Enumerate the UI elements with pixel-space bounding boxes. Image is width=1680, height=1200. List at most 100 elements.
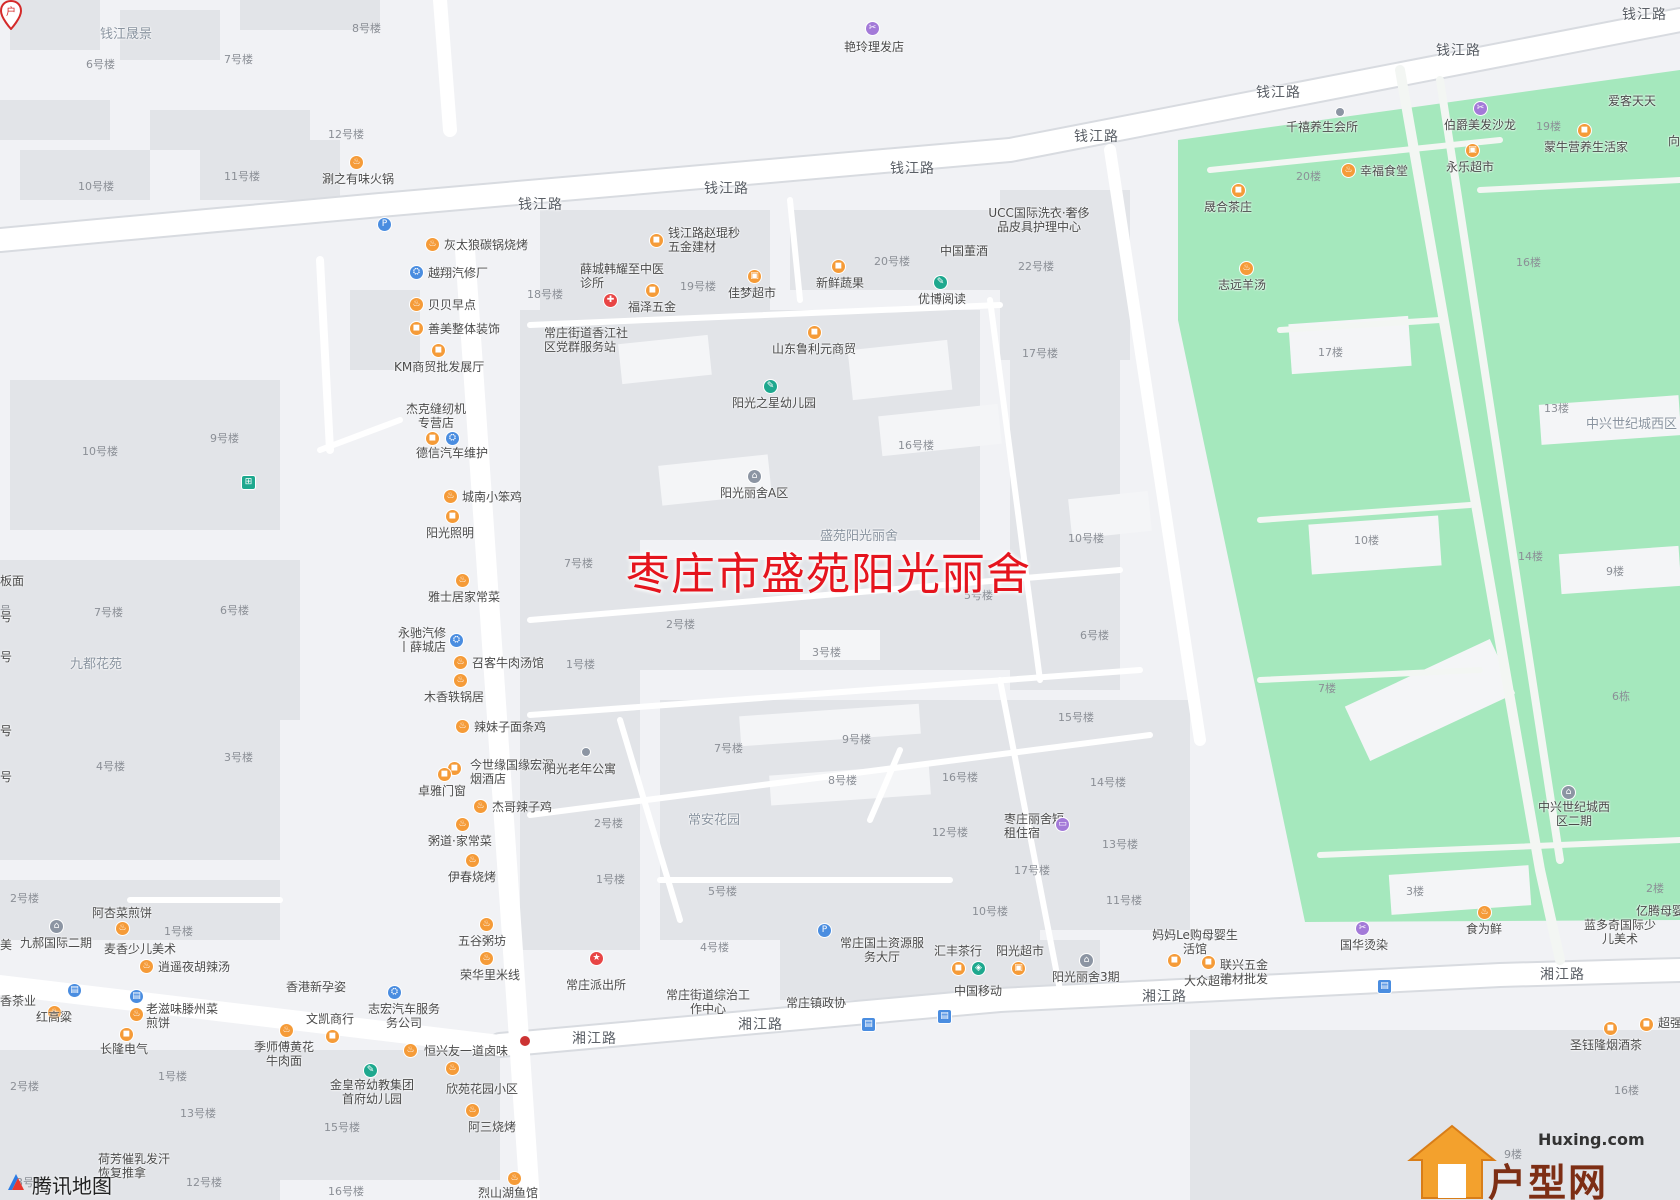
hotel-icon[interactable]: ▭ bbox=[1056, 818, 1069, 831]
poi-label[interactable]: UCC国际洗衣·奢侈品皮具护理中心 bbox=[988, 206, 1090, 234]
restaurant-icon[interactable]: ♨ bbox=[350, 156, 363, 169]
poi-label[interactable]: 阿三烧烤 bbox=[468, 1120, 517, 1134]
hospital-icon[interactable]: ✚ bbox=[604, 294, 617, 307]
restaurant-icon[interactable]: ♨ bbox=[480, 918, 493, 931]
shop-icon[interactable]: ◼ bbox=[446, 510, 459, 523]
poi-label[interactable]: 木香轶锅居 bbox=[424, 690, 485, 704]
poi-label[interactable]: 荣华里米线 bbox=[460, 968, 521, 982]
restaurant-icon[interactable]: ♨ bbox=[410, 298, 423, 311]
poi-label[interactable]: 超强 bbox=[1658, 1016, 1680, 1030]
residence-icon[interactable]: ⌂ bbox=[748, 470, 761, 483]
poi-label[interactable]: 中国董酒 bbox=[940, 244, 989, 258]
poi-label[interactable]: 福泽五金 bbox=[628, 300, 677, 314]
poi-label[interactable]: 伯爵美发沙龙 bbox=[1444, 118, 1517, 132]
restaurant-icon[interactable]: ♨ bbox=[404, 1044, 417, 1057]
poi-label[interactable]: 常庄镇政协 bbox=[786, 996, 847, 1010]
poi-label[interactable]: 志远羊汤 bbox=[1218, 278, 1267, 292]
poi-label[interactable]: 山东鲁利元商贸 bbox=[772, 342, 857, 356]
poi-dot-icon[interactable] bbox=[582, 748, 590, 756]
supermarket-icon[interactable]: ▣ bbox=[1466, 144, 1479, 157]
restaurant-icon[interactable]: ♨ bbox=[1240, 262, 1253, 275]
restaurant-icon[interactable]: ♨ bbox=[1478, 906, 1491, 919]
poi-label[interactable]: 麦香少儿美术 bbox=[104, 942, 177, 956]
poi-label[interactable]: 九郝国际二期 bbox=[20, 936, 93, 950]
restaurant-icon[interactable]: ♨ bbox=[116, 922, 129, 935]
poi-label[interactable]: 向 bbox=[1668, 134, 1680, 148]
restaurant-icon[interactable]: ♨ bbox=[280, 1024, 293, 1037]
metro-icon[interactable]: ⊞ bbox=[242, 476, 255, 489]
restaurant-icon[interactable]: ♨ bbox=[466, 1104, 479, 1117]
poi-label[interactable]: 城南小笨鸡 bbox=[462, 490, 523, 504]
poi-label[interactable]: 涮之有味火锅 bbox=[322, 172, 395, 186]
shop-icon[interactable]: ◼ bbox=[1202, 956, 1215, 969]
shop-icon[interactable]: ◼ bbox=[1640, 1018, 1653, 1031]
poi-label[interactable]: 佳梦超市 bbox=[728, 286, 777, 300]
poi-label[interactable]: 幸福食堂 bbox=[1360, 164, 1409, 178]
poi-label[interactable]: 香茶业 bbox=[0, 994, 37, 1008]
poi-label[interactable]: 亿腾母婴 bbox=[1636, 904, 1680, 918]
poi-label[interactable]: 薛城韩耀至中医诊所 bbox=[580, 262, 665, 290]
poi-label[interactable]: 卓雅门窗 bbox=[418, 784, 467, 798]
poi-label[interactable]: 阳光丽舍A区 bbox=[720, 486, 789, 500]
poi-label[interactable]: 五谷粥坊 bbox=[458, 934, 507, 948]
poi-label[interactable]: KM商贸批发展厅 bbox=[394, 360, 485, 374]
shop-icon[interactable]: ◼ bbox=[326, 1030, 339, 1043]
poi-label[interactable]: 长隆电气 bbox=[100, 1042, 149, 1056]
residence-icon[interactable]: ⌂ bbox=[1080, 954, 1093, 967]
poi-label[interactable]: 爱客天天 bbox=[1608, 94, 1657, 108]
shop-icon[interactable]: ◼ bbox=[952, 962, 965, 975]
poi-label[interactable]: 欣苑花园小区 bbox=[446, 1082, 519, 1096]
car-repair-icon[interactable]: ⛭ bbox=[446, 432, 459, 445]
poi-label[interactable]: 金皇帝幼教集团首府幼儿园 bbox=[330, 1078, 415, 1106]
police-icon[interactable]: ★ bbox=[590, 952, 603, 965]
poi-label[interactable]: 晟合茶庄 bbox=[1204, 200, 1253, 214]
bus-stop-icon[interactable]: ▤ bbox=[1378, 980, 1391, 993]
poi-label[interactable]: 优博阅读 bbox=[918, 292, 967, 306]
poi-label[interactable]: 常庄派出所 bbox=[566, 978, 627, 992]
poi-label[interactable]: 大众超市 bbox=[1184, 974, 1233, 988]
poi-label[interactable]: 新鲜蔬果 bbox=[816, 276, 865, 290]
poi-label[interactable]: 阳光照明 bbox=[426, 526, 475, 540]
poi-label[interactable]: 杰克缝纫机专营店 bbox=[405, 402, 466, 430]
poi-label[interactable]: 蓝多奇国际少儿美术 bbox=[1583, 918, 1656, 946]
shop-icon[interactable]: ◼ bbox=[650, 234, 663, 247]
telecom-icon[interactable]: ◈ bbox=[972, 962, 985, 975]
poi-label[interactable]: 常庄街道综治工作中心 bbox=[666, 988, 751, 1016]
restaurant-icon[interactable]: ♨ bbox=[456, 574, 469, 587]
restaurant-icon[interactable]: ♨ bbox=[480, 952, 493, 965]
residence-icon[interactable]: ⌂ bbox=[50, 920, 63, 933]
shop-icon[interactable]: ◼ bbox=[808, 326, 821, 339]
poi-label[interactable]: 荷芳催乳发汗恢复推拿 bbox=[98, 1152, 171, 1180]
shop-icon[interactable]: ◼ bbox=[432, 344, 445, 357]
poi-label[interactable]: 伊春烧烤 bbox=[448, 870, 497, 884]
poi-label[interactable]: 常庄国土资源服务大厅 bbox=[840, 936, 925, 964]
poi-label[interactable]: 阳光超市 bbox=[996, 944, 1045, 958]
poi-label[interactable]: 恒兴友一道卤味 bbox=[424, 1044, 509, 1058]
supermarket-icon[interactable]: ▣ bbox=[748, 270, 761, 283]
poi-label[interactable]: 国华烫染 bbox=[1340, 938, 1389, 952]
poi-label[interactable]: 雅士居家常菜 bbox=[428, 590, 501, 604]
poi-label[interactable]: 号 bbox=[0, 724, 13, 738]
shop-icon[interactable]: ◼ bbox=[1578, 124, 1591, 137]
car-repair-icon[interactable]: ⛭ bbox=[388, 986, 401, 999]
poi-label[interactable]: 杰哥辣子鸡 bbox=[492, 800, 553, 814]
poi-label[interactable]: 中国移动 bbox=[954, 984, 1003, 998]
restaurant-icon[interactable]: ♨ bbox=[1342, 164, 1355, 177]
salon-icon[interactable]: ✂ bbox=[1474, 102, 1487, 115]
restaurant-icon[interactable]: ♨ bbox=[48, 1006, 61, 1019]
poi-label[interactable]: 德信汽车维护 bbox=[416, 446, 489, 460]
bus-stop-icon[interactable]: ▤ bbox=[862, 1018, 875, 1031]
poi-label[interactable]: 文凯商行 bbox=[306, 1012, 355, 1026]
car-repair-icon[interactable]: ⛭ bbox=[450, 634, 463, 647]
poi-label[interactable]: 食为鲜 bbox=[1466, 922, 1503, 936]
poi-label[interactable]: 今世缘国缘宏深烟酒店 bbox=[470, 758, 555, 786]
kindergarten-icon[interactable]: ✎ bbox=[764, 380, 777, 393]
poi-label[interactable]: 粥道·家常菜 bbox=[428, 834, 492, 848]
residence-icon[interactable]: ⌂ bbox=[1562, 786, 1575, 799]
poi-label[interactable]: 联兴五金建材批发 bbox=[1220, 958, 1269, 986]
poi-label[interactable]: 阿杏菜煎饼 bbox=[92, 906, 153, 920]
poi-label[interactable]: 钱江路赵琨秒五金建材 bbox=[668, 226, 741, 254]
restaurant-icon[interactable]: ♨ bbox=[456, 818, 469, 831]
shop-icon[interactable]: ◼ bbox=[1232, 184, 1245, 197]
